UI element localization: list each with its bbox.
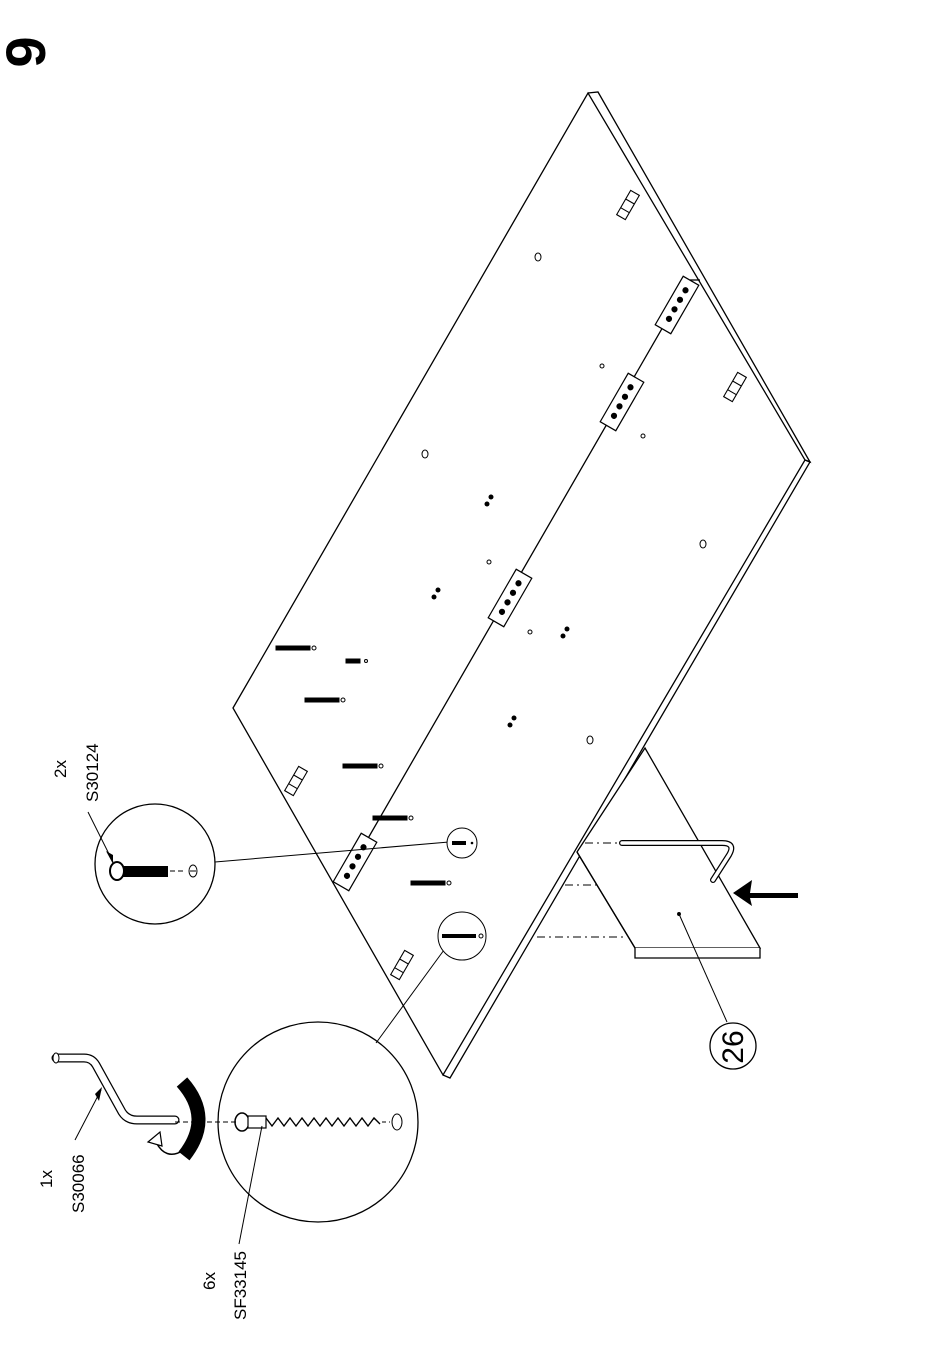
hex-key-qty: 1x	[37, 1170, 56, 1188]
step-number: 9	[0, 36, 57, 67]
hex-key-code: S30066	[69, 1154, 88, 1213]
panel-26-label: 26	[717, 1030, 750, 1063]
cam-bolt-code: S30124	[83, 743, 102, 802]
cam-bolt-qty: 2x	[51, 760, 70, 778]
push-arrow	[733, 880, 798, 906]
screw-qty: 6x	[200, 1272, 219, 1290]
screw-code: SF33145	[231, 1251, 250, 1320]
hex-key-part	[53, 1053, 238, 1122]
